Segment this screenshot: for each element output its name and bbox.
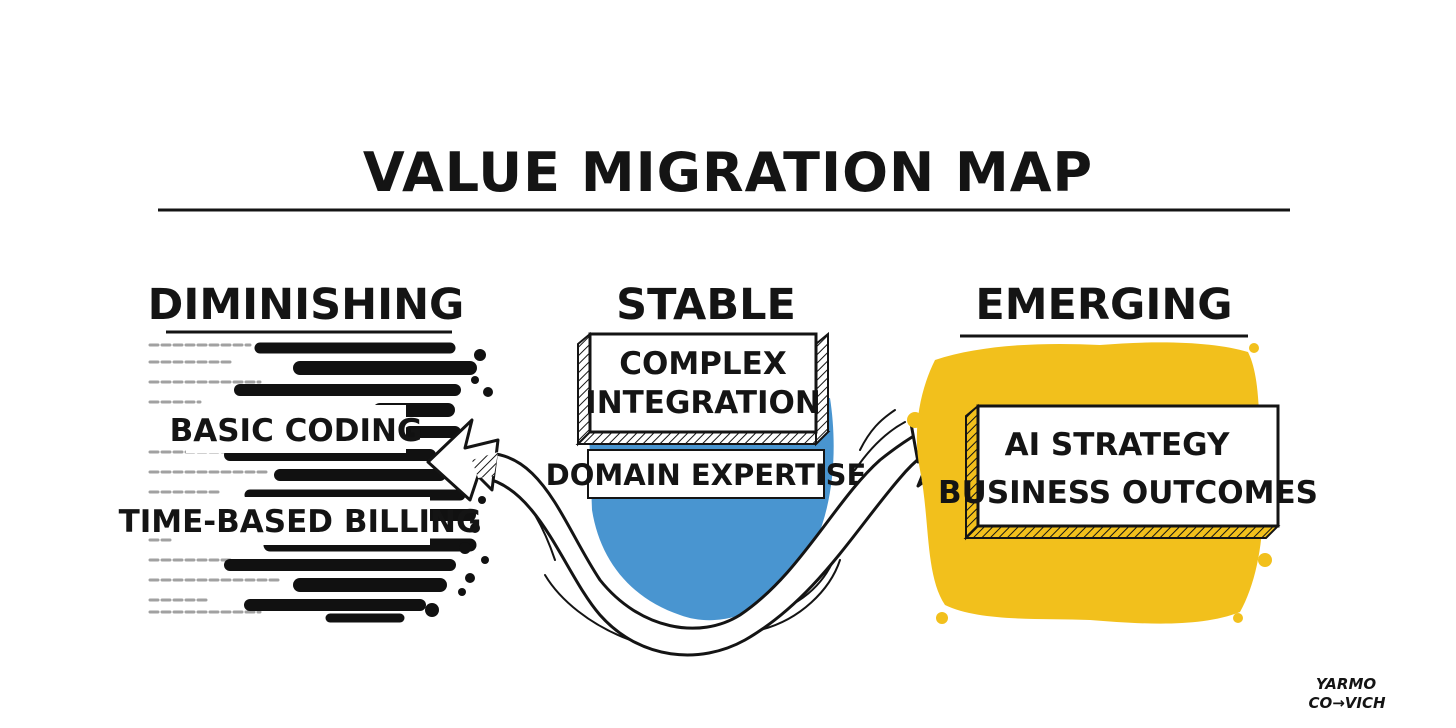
stable-heading: STABLE	[616, 280, 796, 330]
ai-strategy-box: AI STRATEGY BUSINESS OUTCOMES	[938, 403, 1318, 541]
domain-expertise-label: DOMAIN EXPERTISE	[546, 458, 867, 492]
diminishing-column: DIMINISHING	[119, 280, 493, 623]
basic-coding-label: BASIC CODING	[170, 413, 423, 449]
author-signature: YARMO CO→VICH	[1308, 675, 1386, 712]
page-title: VALUE MIGRATION MAP	[363, 141, 1093, 204]
business-outcomes-label: BUSINESS OUTCOMES	[938, 475, 1318, 511]
integration-label: INTEGRATION	[585, 385, 821, 421]
stable-column: STABLE COMPLEX INTEGRATION DOMAIN EXPERT…	[546, 280, 867, 621]
signature-line1: YARMO	[1316, 675, 1377, 693]
emerging-column: EMERGING AI STRATEGY BUSINESS OUTCOMES	[907, 280, 1318, 624]
domain-expertise-card	[587, 449, 825, 499]
time-based-billing-card	[172, 497, 430, 545]
ai-strategy-label: AI STRATEGY	[1005, 427, 1230, 463]
time-based-billing-label: TIME-BASED BILLING	[119, 504, 482, 540]
diminishing-heading: DIMINISHING	[148, 280, 465, 330]
emerging-heading: EMERGING	[975, 280, 1232, 330]
diminishing-ink-streaks	[148, 342, 493, 623]
basic-coding-card	[186, 405, 406, 453]
complex-label: COMPLEX	[619, 346, 787, 382]
complex-integration-box: COMPLEX INTEGRATION	[575, 331, 831, 447]
signature-line2: CO→VICH	[1308, 694, 1386, 712]
